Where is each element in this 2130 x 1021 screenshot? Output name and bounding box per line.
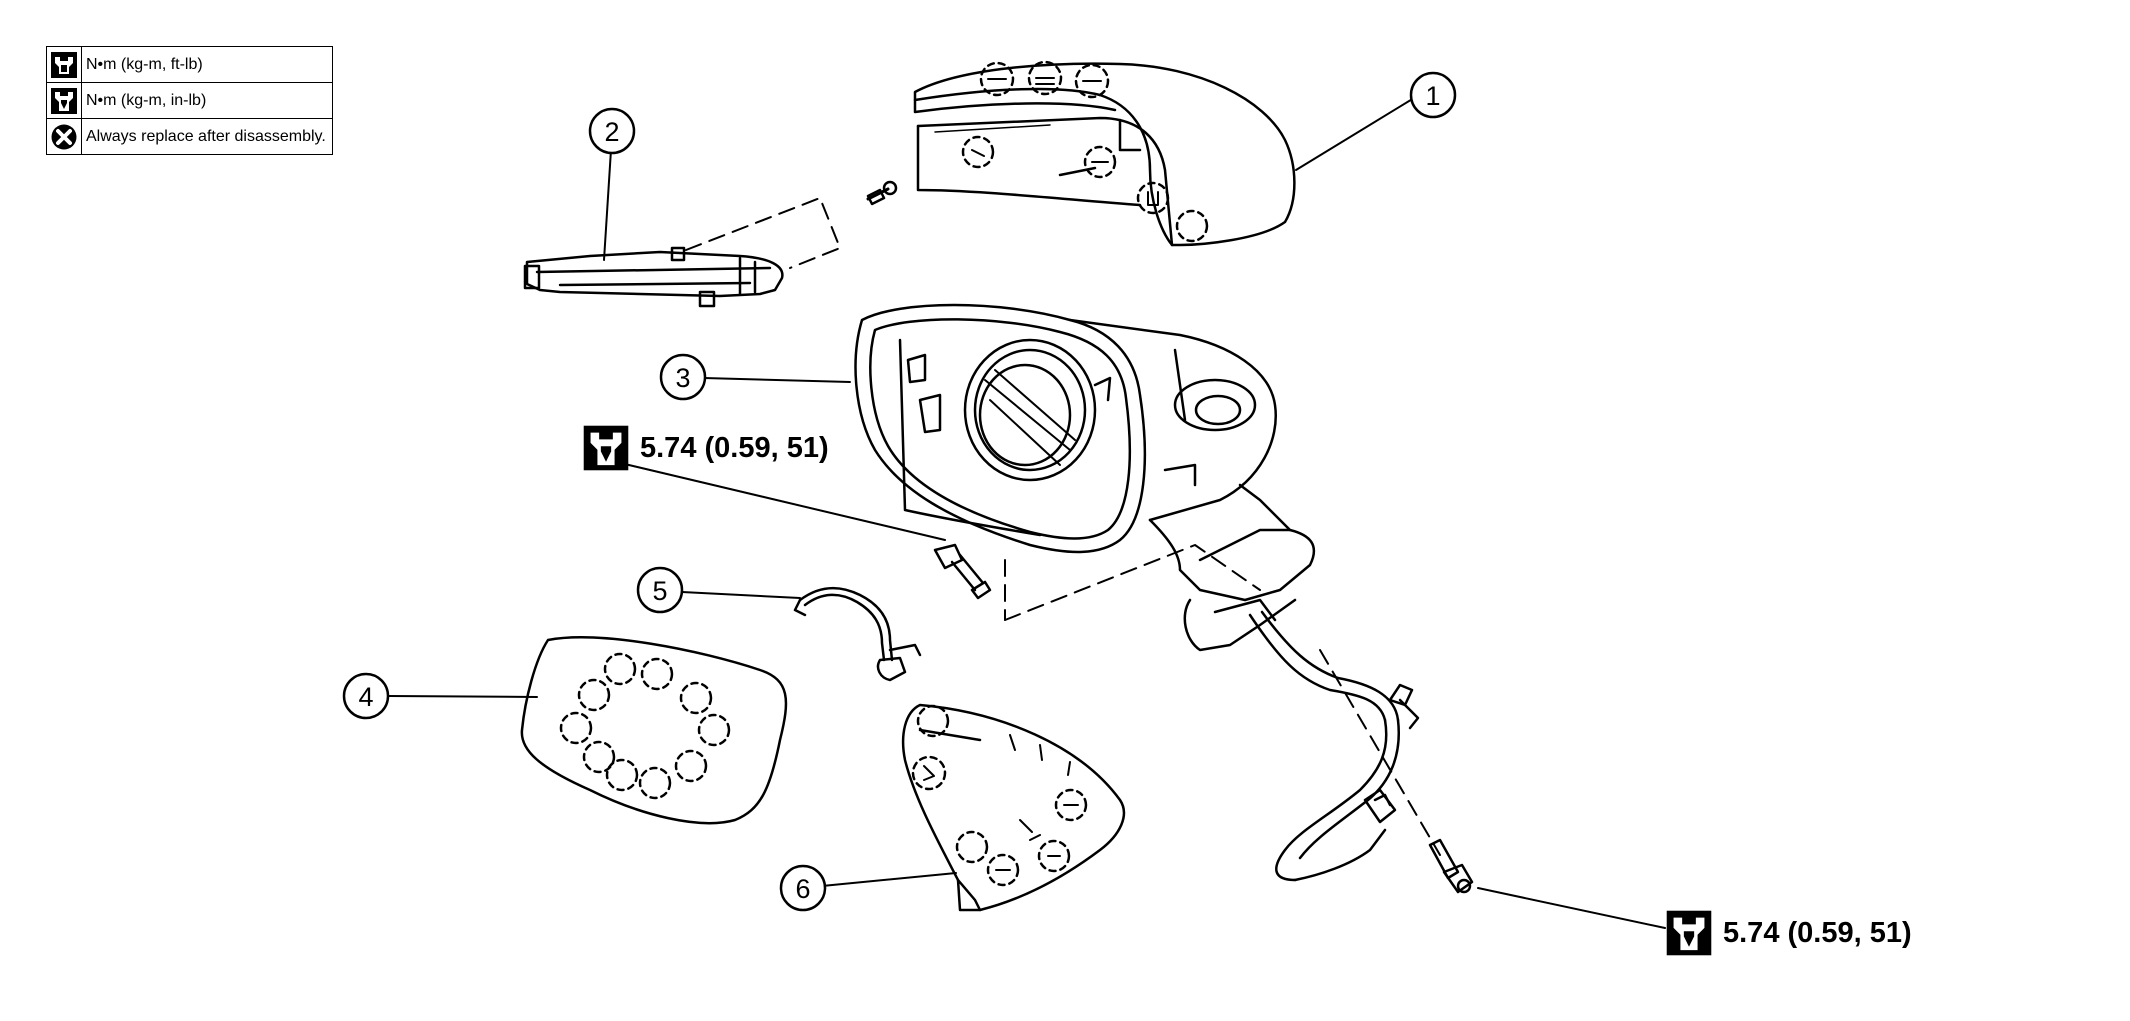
callout-6-label: 6 bbox=[795, 874, 810, 904]
callout-3-label: 3 bbox=[675, 363, 690, 393]
part-3-mirror-frame bbox=[854, 303, 1316, 652]
legend-text: Always replace after disassembly. bbox=[81, 118, 333, 155]
lower-bolt bbox=[1428, 838, 1474, 894]
part-4-mirror-glass bbox=[520, 636, 788, 825]
wiring-harness bbox=[1248, 610, 1441, 882]
part-6-back-plate bbox=[901, 703, 1126, 912]
part-2-bracket bbox=[523, 180, 898, 308]
wrench-inlb-icon bbox=[46, 82, 82, 119]
torque-value: 5.74 (0.59, 51) bbox=[1723, 916, 1912, 949]
callout-circles bbox=[342, 71, 1457, 912]
torque-spec-upper: 5.74 (0.59, 51) bbox=[582, 424, 829, 472]
leader-lines bbox=[387, 97, 1666, 929]
replace-x-icon bbox=[46, 118, 82, 155]
part-5-wire-clip bbox=[793, 586, 922, 682]
upper-bolt bbox=[933, 543, 992, 600]
callout-1-circle bbox=[1409, 71, 1457, 119]
legend-table: N•m (kg-m, ft-lb) N•m (kg-m, in-lb) Alwa… bbox=[46, 46, 333, 155]
torque-value: 5.74 (0.59, 51) bbox=[640, 431, 829, 464]
callout-6-circle bbox=[779, 864, 827, 912]
wrench-inlb-icon bbox=[583, 425, 629, 471]
legend-row: Always replace after disassembly. bbox=[46, 118, 333, 155]
torque-spec-lower: 5.74 (0.59, 51) bbox=[1665, 909, 1912, 957]
callout-2-circle bbox=[588, 107, 636, 155]
callout-3-circle bbox=[659, 353, 707, 401]
wrench-inlb-icon bbox=[1666, 910, 1712, 956]
callout-1-label: 1 bbox=[1425, 81, 1440, 111]
callout-5-label: 5 bbox=[652, 576, 667, 606]
callout-4-label: 4 bbox=[358, 682, 373, 712]
part-1-mirror-cover bbox=[913, 60, 1296, 247]
callout-5-circle bbox=[636, 566, 684, 614]
wrench-ftlb-icon bbox=[46, 46, 82, 83]
callout-2-label: 2 bbox=[604, 117, 619, 147]
callout-4-circle bbox=[342, 672, 390, 720]
